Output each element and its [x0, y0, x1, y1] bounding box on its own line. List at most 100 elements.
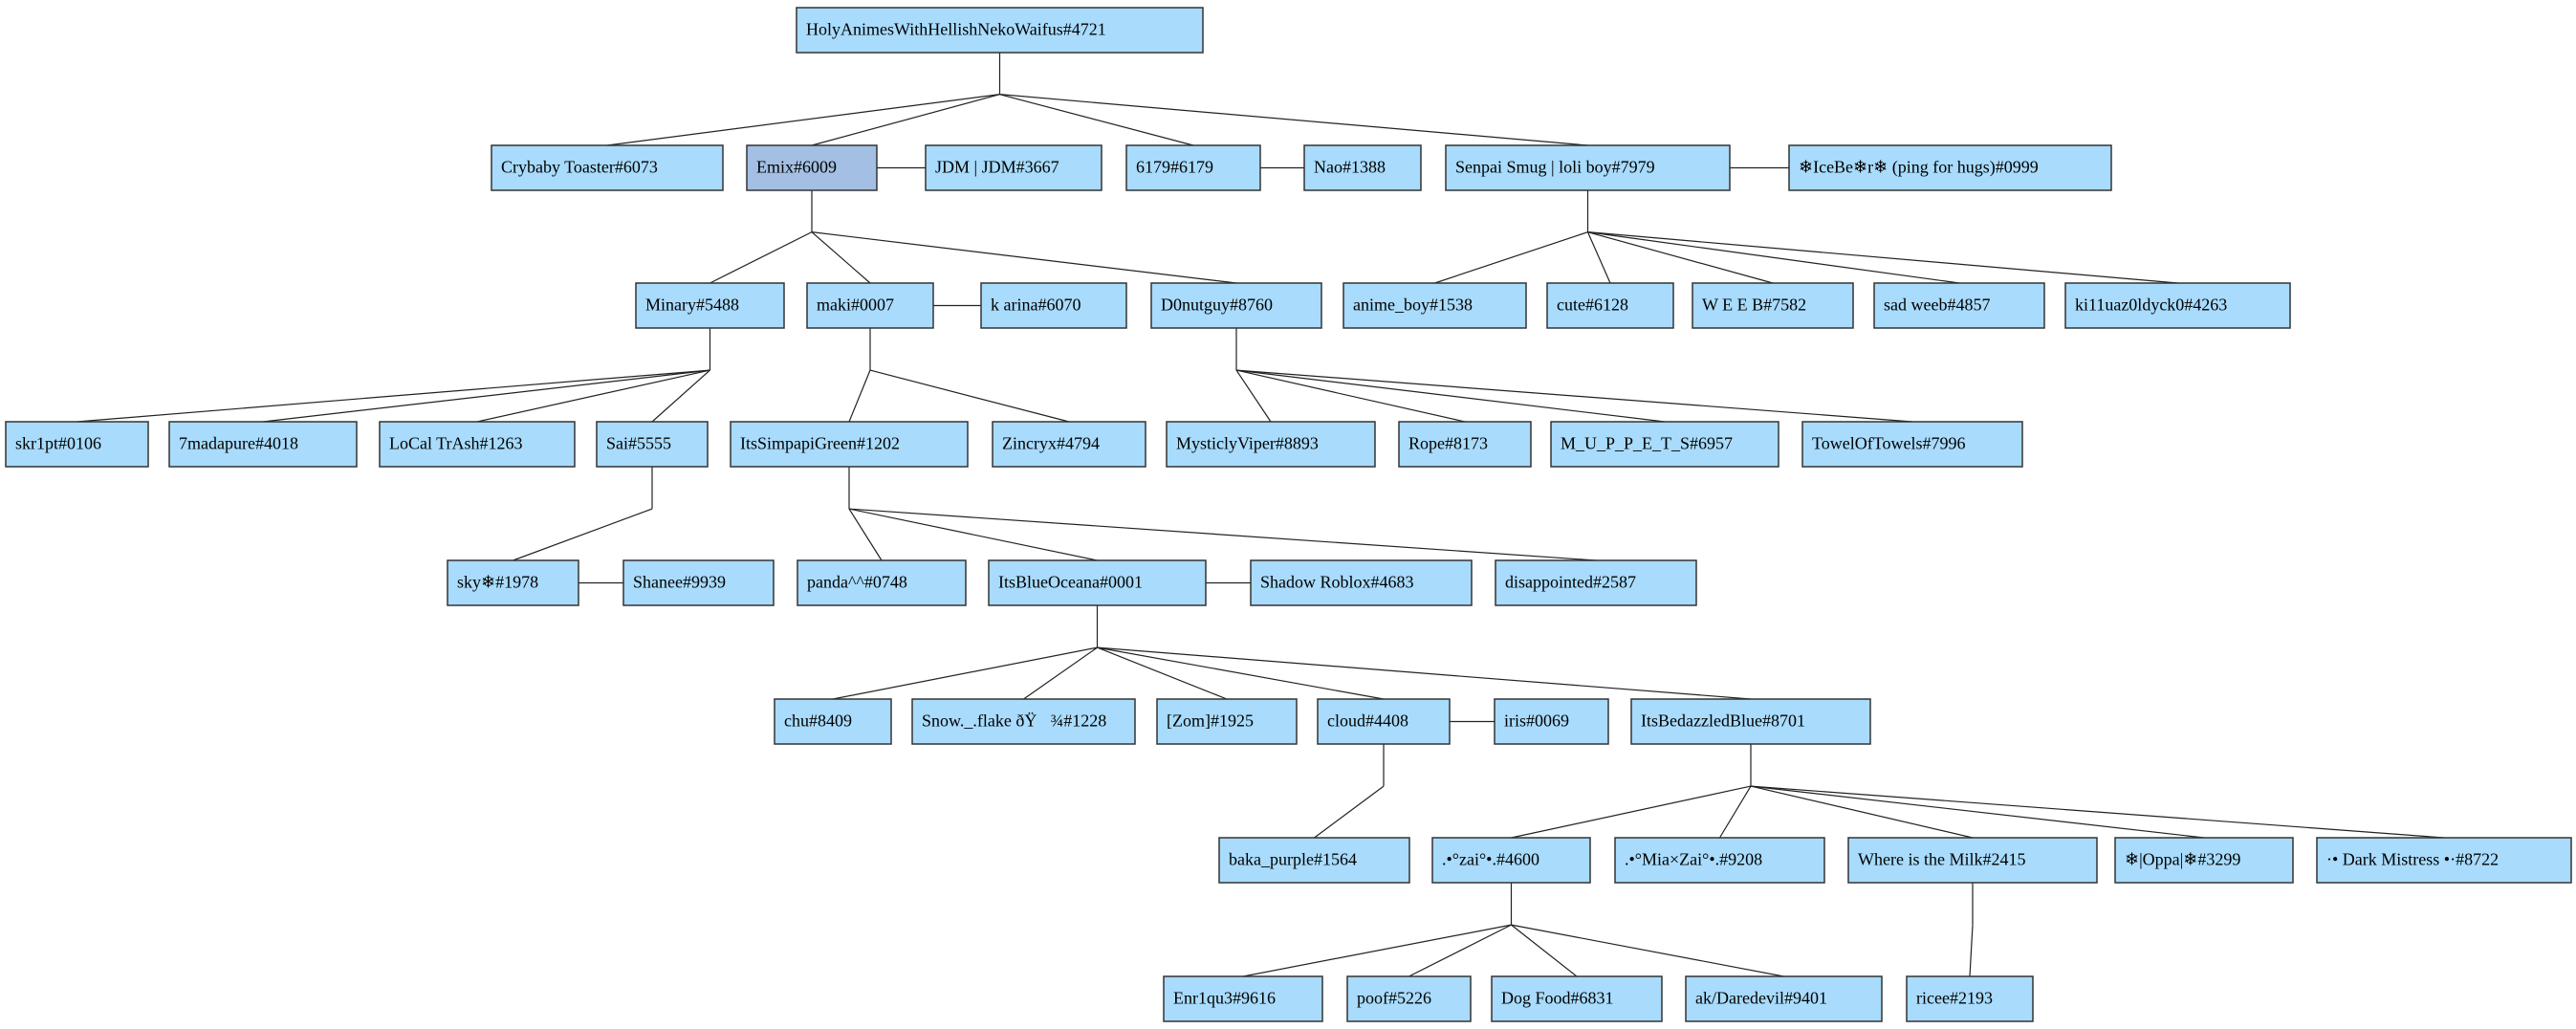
- tree-node: Minary#5488: [635, 282, 785, 329]
- node-box: [1125, 144, 1261, 191]
- tree-node: anime_boy#1538: [1343, 282, 1527, 329]
- node-box: [1346, 975, 1472, 1022]
- edge-child-link: [999, 94, 1194, 146]
- node-label: TowelOfTowels#7996: [1812, 434, 1965, 453]
- node-label: .•°Mia×Zai°•.#9208: [1625, 850, 1762, 869]
- edge-child-link: [1511, 785, 1752, 839]
- tree-node: ❄|Oppa|❄#3299: [2114, 837, 2294, 884]
- edge-child-link: [1750, 785, 2205, 839]
- node-label: Crybaby Toaster#6073: [501, 158, 658, 177]
- edge-child-link: [832, 646, 1098, 700]
- node-box: [1906, 975, 2034, 1022]
- node-box: [806, 282, 934, 329]
- node-box: [1614, 837, 1825, 884]
- edge-child-link: [1511, 924, 1784, 977]
- edge-child-link: [1511, 924, 1578, 977]
- edge-child-link: [1587, 231, 1774, 284]
- tree-node: Crybaby Toaster#6073: [491, 144, 724, 191]
- node-box: [491, 144, 724, 191]
- tree-node: ki11uaz0ldyck0#4263: [2064, 282, 2291, 329]
- edge-child-link: [1235, 369, 1666, 423]
- node-label: ❄IceBe❄r❄ (ping for hugs)#0999: [1799, 158, 2039, 178]
- node-box: [2316, 837, 2572, 884]
- tree-nodes: HolyAnimesWithHellishNekoWaifus#4721Cryb…: [5, 7, 2572, 1022]
- node-label: D0nutguy#8760: [1161, 296, 1273, 315]
- node-label: baka_purple#1564: [1229, 850, 1357, 869]
- tree-node: baka_purple#1564: [1218, 837, 1410, 884]
- node-label: chu#8409: [784, 712, 852, 731]
- tree-node: MysticlyViper#8893: [1166, 421, 1376, 468]
- node-label: Nao#1388: [1314, 158, 1386, 177]
- node-label: Shadow Roblox#4683: [1260, 573, 1414, 592]
- edge-child-link: [1314, 785, 1385, 839]
- node-label: ItsSimpapiGreen#1202: [740, 434, 900, 453]
- node-label: .•°zai°•.#4600: [1442, 850, 1539, 869]
- edge-child-link: [811, 231, 1237, 284]
- tree-node: ❄IceBe❄r❄ (ping for hugs)#0999: [1788, 144, 2112, 191]
- tree-node: W E E B#7582: [1692, 282, 1854, 329]
- edge-child-link: [1718, 785, 1752, 839]
- node-box: [1630, 698, 1871, 745]
- tree-node: D0nutguy#8760: [1150, 282, 1322, 329]
- edge-child-link: [1586, 231, 1611, 284]
- node-label: W E E B#7582: [1702, 296, 1806, 315]
- node-label: ak/Daredevil#9401: [1695, 989, 1827, 1008]
- node-box: [596, 421, 709, 468]
- node-box: [1550, 421, 1779, 468]
- node-label: ❄|Oppa|❄#3299: [2125, 850, 2240, 869]
- edge-child-link: [606, 94, 1000, 146]
- node-label: skr1pt#0106: [15, 434, 101, 453]
- node-box: [1873, 282, 2045, 329]
- node-box: [5, 421, 149, 468]
- tree-node: Nao#1388: [1303, 144, 1422, 191]
- tree-node: sad weeb#4857: [1873, 282, 2045, 329]
- tree-node: iris#0069: [1494, 698, 1609, 745]
- node-label: MysticlyViper#8893: [1176, 434, 1319, 453]
- node-box: [730, 421, 969, 468]
- edge-child-link: [1434, 231, 1588, 284]
- node-box: [1495, 559, 1697, 606]
- edge-child-link: [848, 508, 1098, 561]
- node-box: [1847, 837, 2098, 884]
- node-box: [1218, 837, 1410, 884]
- tree-node: ·• Dark Mistress •·#8722: [2316, 837, 2572, 884]
- edge-child-link: [76, 369, 710, 423]
- tree-node: ItsBlueOceana#0001: [988, 559, 1207, 606]
- tree-node: [Zom]#1925: [1156, 698, 1298, 745]
- edge-child-link: [651, 369, 710, 423]
- node-label: M_U_P_P_E_T_S#6957: [1561, 434, 1733, 453]
- edge-child-link: [513, 508, 653, 561]
- node-box: [635, 282, 785, 329]
- node-label: Shanee#9939: [633, 573, 726, 592]
- node-label: Enr1qu3#9616: [1173, 989, 1276, 1008]
- node-label: k arina#6070: [991, 296, 1081, 315]
- node-box: [1343, 282, 1527, 329]
- node-label: 6179#6179: [1136, 158, 1213, 177]
- tree-node: Snow._.flake ðŸ¾#1228: [911, 698, 1136, 745]
- node-box: [992, 421, 1146, 468]
- node-label: sky❄#1978: [457, 573, 538, 592]
- node-label: Sai#5555: [606, 434, 671, 453]
- edge-child-link: [476, 369, 710, 423]
- edge-child-link: [811, 231, 871, 284]
- edge-child-link: [1023, 646, 1098, 700]
- node-label: JDM | JDM#3667: [935, 158, 1059, 177]
- tree-node: JDM | JDM#3667: [925, 144, 1102, 191]
- node-label: disappointed#2587: [1505, 573, 1636, 592]
- node-box: [1494, 698, 1609, 745]
- node-box: [1163, 975, 1323, 1022]
- node-label: ricee#2193: [1916, 989, 1993, 1008]
- node-box: [980, 282, 1127, 329]
- node-box: [1250, 559, 1473, 606]
- node-box: [1317, 698, 1451, 745]
- node-box: [911, 698, 1136, 745]
- tree-node: skr1pt#0106: [5, 421, 149, 468]
- node-box: [774, 698, 892, 745]
- tree-node: LoCal TrAsh#1263: [379, 421, 576, 468]
- node-label: anime_boy#1538: [1353, 296, 1473, 315]
- node-label: poof#5226: [1357, 989, 1431, 1008]
- node-box: [1150, 282, 1322, 329]
- tree-node: Shadow Roblox#4683: [1250, 559, 1473, 606]
- node-box: [1692, 282, 1854, 329]
- tree-node: Rope#8173: [1398, 421, 1532, 468]
